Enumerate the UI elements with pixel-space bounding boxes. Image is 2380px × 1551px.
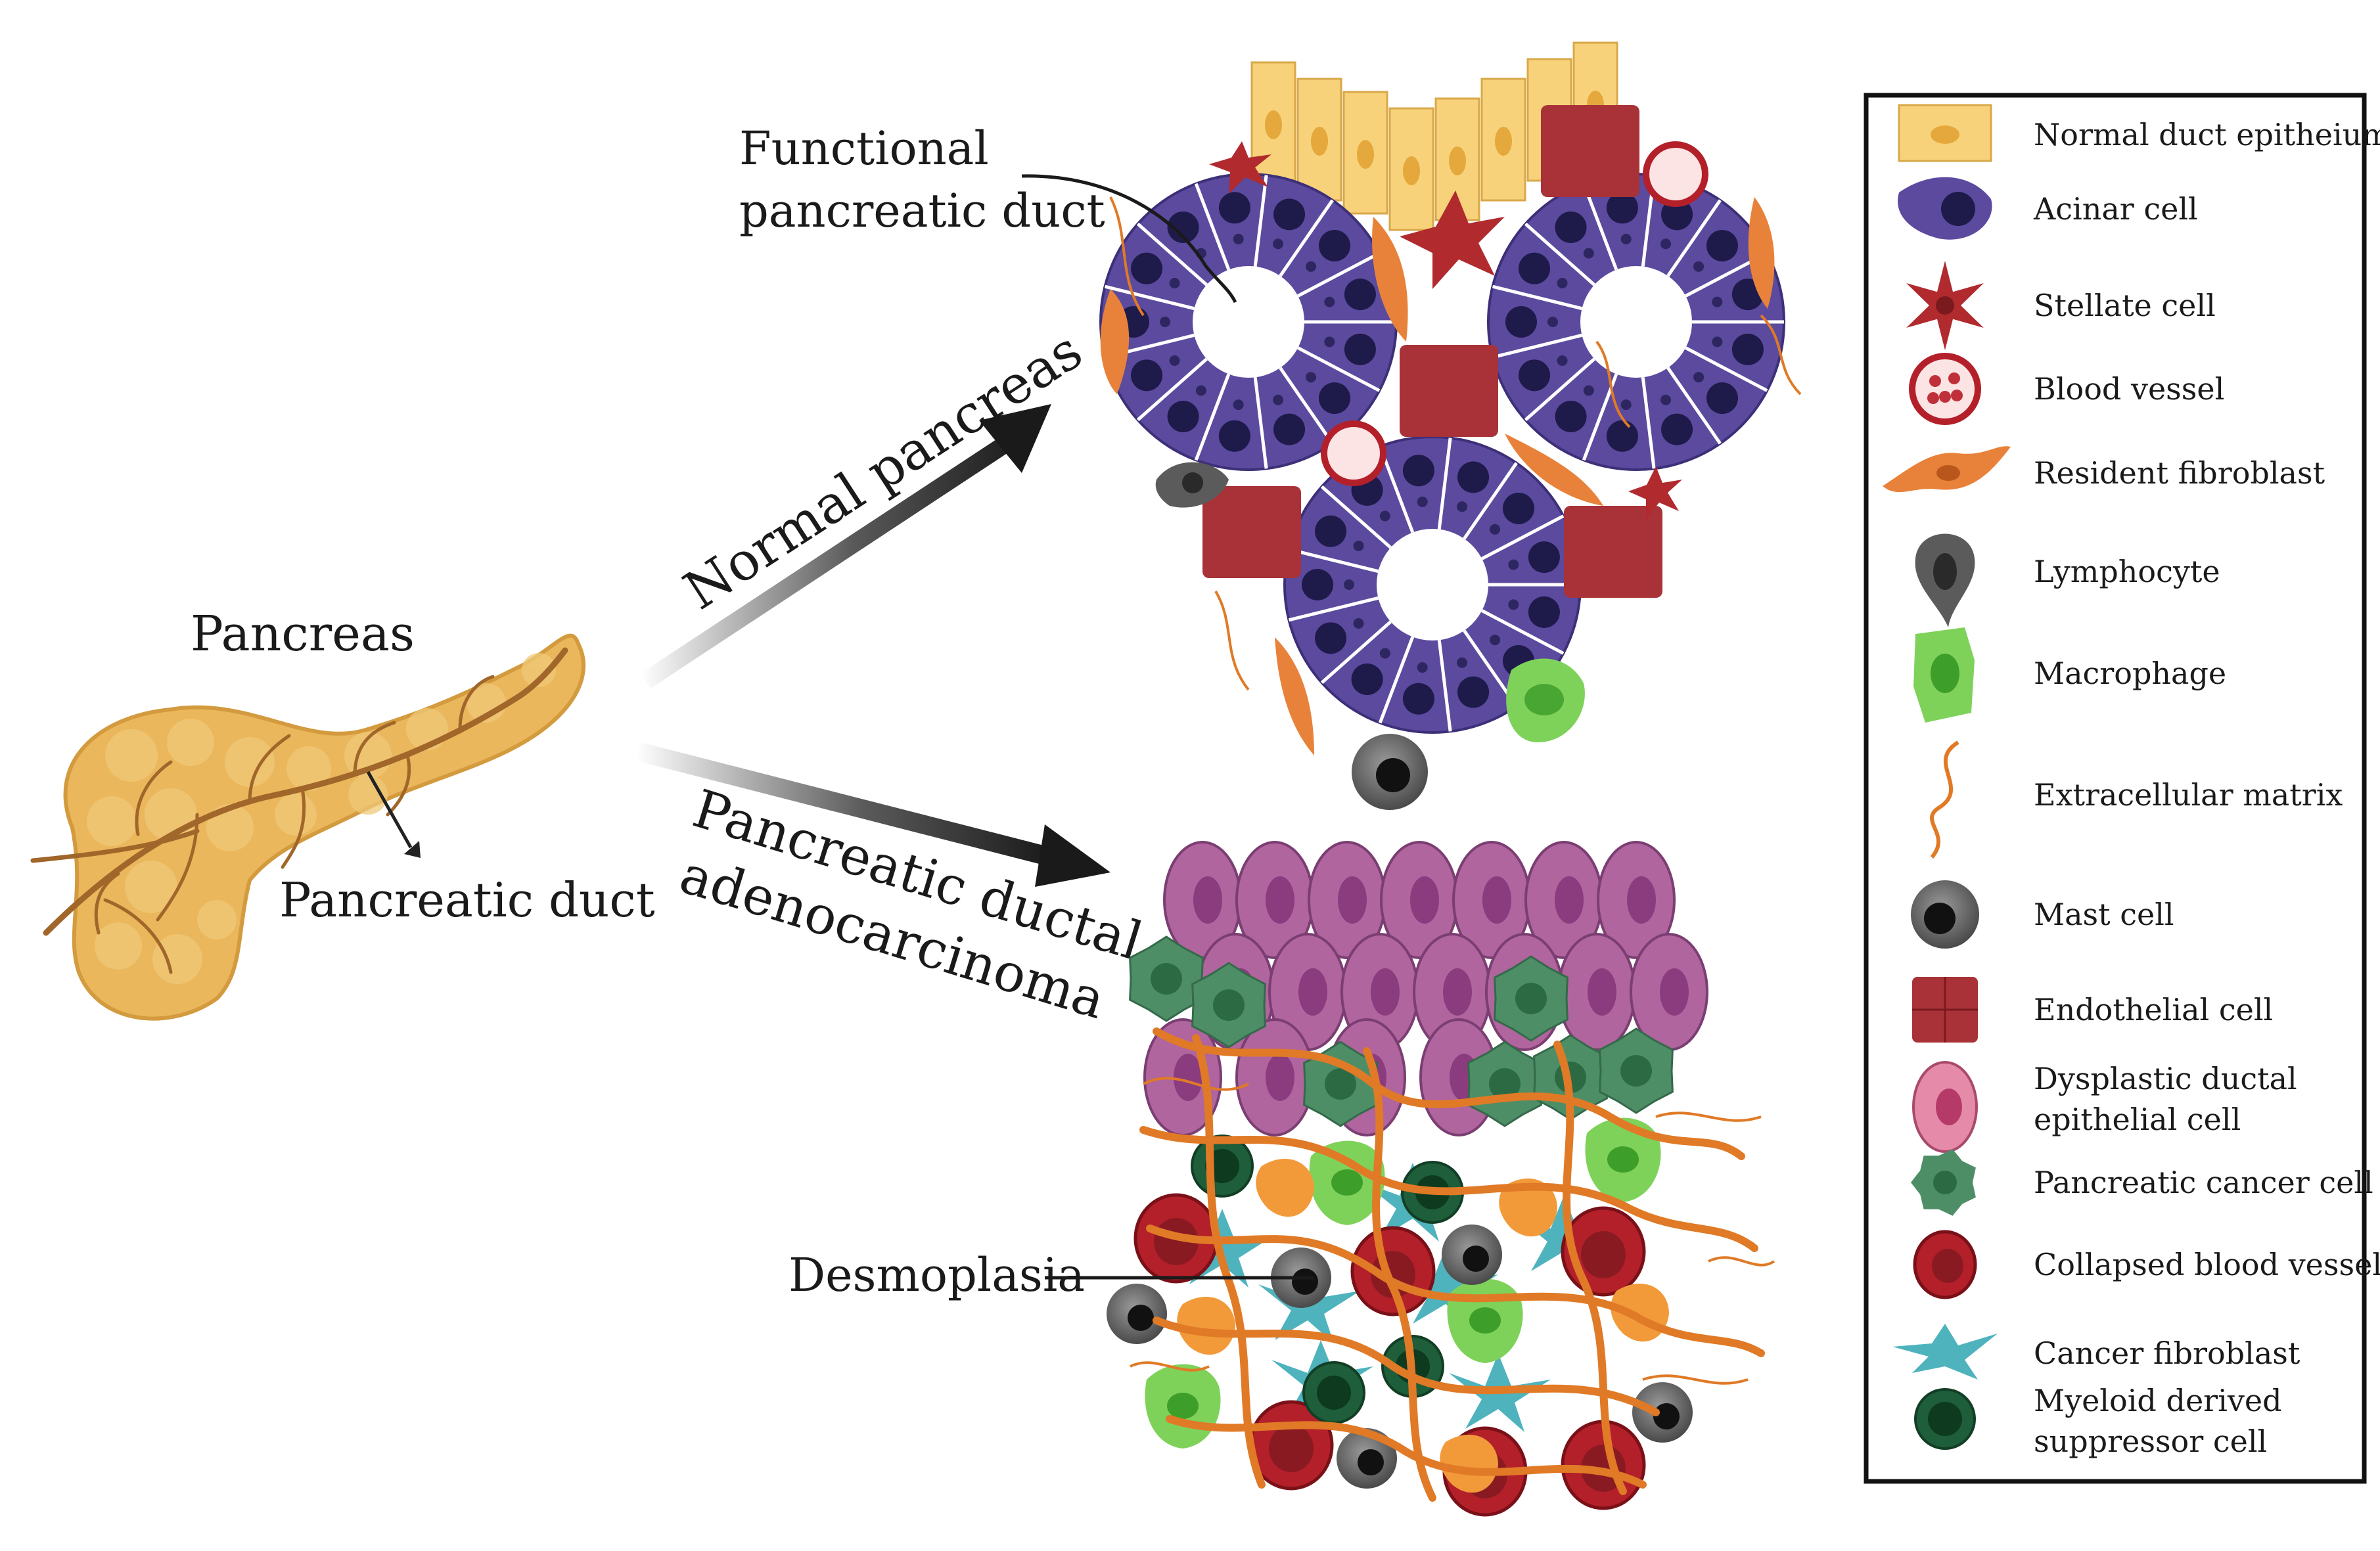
- legend-label: Extracellular matrix: [2034, 777, 2343, 813]
- legend-label: Collapsed blood vessel: [2034, 1247, 2380, 1282]
- stellate-cell-icon: [1906, 261, 1984, 350]
- mast-cell-icon: [1911, 880, 1979, 949]
- legend-label: Stellate cell: [2034, 288, 2216, 323]
- resident-fibroblast-icon: [1883, 446, 2011, 493]
- desmoplasia-label: Desmoplasia: [789, 1248, 1085, 1302]
- macrophage-normal: [1506, 658, 1585, 742]
- normal-pancreas-label: Normal pancreas: [674, 319, 1093, 621]
- pancreatic-duct-pointer: [366, 771, 413, 849]
- acinar-cell-icon: [1898, 177, 1992, 240]
- legend-label: Acinar cell: [2033, 191, 2198, 227]
- pancreas-organ: [30, 633, 585, 1021]
- pdac-tissue: [1107, 841, 1775, 1517]
- functional-duct-label-line2: pancreatic duct: [739, 184, 1105, 238]
- legend-label: Resident fibroblast: [2034, 455, 2325, 491]
- acini-group: [1099, 173, 1785, 734]
- legend-label: epithelial cell: [2034, 1102, 2241, 1137]
- lymphocyte-normal: [1155, 462, 1229, 508]
- endothelial-cell-icon: [1912, 977, 1978, 1043]
- collapsed-blood-vessel-icon: [1913, 1230, 1977, 1299]
- legend-label: Mast cell: [2034, 897, 2174, 932]
- pancreatic-cancer-cell-icon: [1911, 1149, 1976, 1216]
- legend-label: Normal duct epitheium: [2034, 117, 2380, 152]
- cancer-fibroblast-icon: [1892, 1324, 1998, 1380]
- blood-vessel-icon: [1909, 353, 1981, 425]
- resident-fibroblast-group: [1100, 197, 1775, 755]
- pancreatic-cancer-cell-group: [1129, 935, 1674, 1127]
- ecm-normal: [1109, 196, 1802, 691]
- myeloid-derived-suppressor-cell-icon: [1914, 1388, 1976, 1450]
- legend-label: Pancreatic cancer cell: [2034, 1165, 2373, 1200]
- legend-label: Cancer fibroblast: [2034, 1336, 2300, 1371]
- functional-duct-pointer: [1021, 174, 1237, 303]
- legend-label: suppressor cell: [2034, 1424, 2267, 1459]
- mast-cell-normal: [1352, 734, 1428, 810]
- stellate-cell-group: [1209, 141, 1682, 519]
- normal-duct-epithelium-icon: [1898, 104, 1992, 162]
- extracellular-matrix-icon: [1930, 740, 1959, 859]
- legend-label: Endothelial cell: [2034, 992, 2273, 1027]
- normal-pancreas-arrow: [641, 404, 1051, 688]
- legend-label: Blood vessel: [2034, 371, 2224, 407]
- pancreatic-duct-label: Pancreatic duct: [279, 872, 655, 928]
- pancreas-body: [63, 633, 585, 1021]
- pancreas-label: Pancreas: [191, 606, 415, 662]
- main-pancreatic-duct: [43, 647, 568, 936]
- legend-label: Lymphocyte: [2034, 554, 2220, 589]
- lymphocyte-icon: [1915, 533, 1975, 627]
- functional-duct-label-line1: Functional: [739, 122, 989, 175]
- blood-vessel-group: [1321, 141, 1708, 486]
- dysplastic-cell-rows: [1143, 841, 1708, 1136]
- desmoplastic-stroma: [1107, 1027, 1775, 1517]
- endothelial-cell-group: [1202, 105, 1662, 598]
- legend-label: Dysplastic ductal: [2034, 1061, 2297, 1096]
- normal-pancreas-tissue: [1099, 41, 1802, 810]
- legend-label: Myeloid derived: [2034, 1383, 2282, 1418]
- pdac-arrow: [636, 742, 1110, 887]
- legend-label: Macrophage: [2034, 656, 2226, 691]
- macrophage-icon: [1913, 627, 1975, 723]
- dysplastic-ductal-epithelial-cell-icon: [1912, 1061, 1978, 1153]
